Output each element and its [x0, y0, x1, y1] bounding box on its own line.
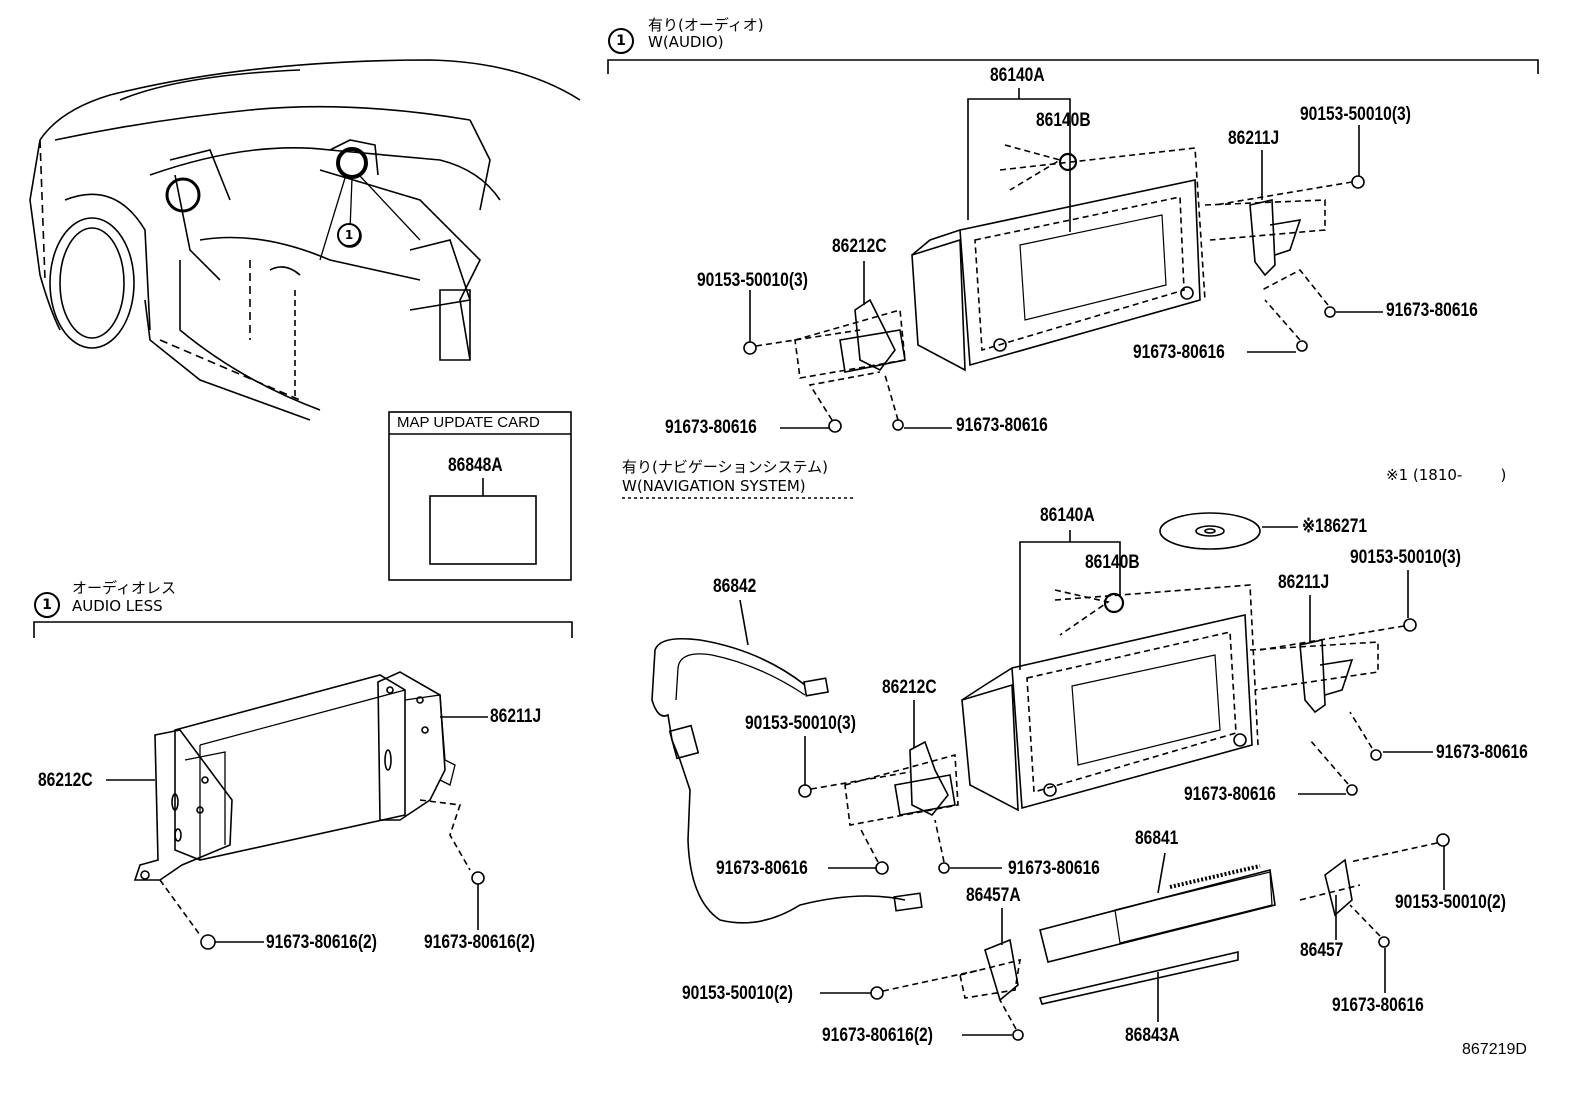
section-title-en-audio-less: AUDIO LESS	[72, 597, 163, 615]
audio-screw-right: 91673-80616	[1386, 300, 1478, 321]
audio-screw-mid: 91673-80616	[1133, 342, 1225, 363]
nav-part-86457: 86457	[1300, 940, 1344, 961]
nav-screw-bottom-right: 91673-80616	[1332, 995, 1424, 1016]
nav-bolt-left: 90153-50010(3)	[745, 713, 856, 734]
drawing-number: 867219D	[1462, 1041, 1527, 1058]
audioless-screw-left: 91673-80616(2)	[266, 932, 377, 953]
audio-bolt-left: 90153-50010(3)	[697, 270, 808, 291]
audioless-part-86212C: 86212C	[38, 770, 93, 791]
audio-part-86140B: 86140B	[1036, 110, 1091, 131]
vehicle-callout-marker: 1	[337, 223, 361, 247]
nav-part-86842: 86842	[713, 576, 757, 597]
nav-bolt-right-2: 90153-50010(2)	[1395, 892, 1506, 913]
nav-part-86843A: 86843A	[1125, 1025, 1180, 1046]
audio-screw-bottom-left: 91673-80616	[665, 417, 757, 438]
nav-screw-bottom-center: 91673-80616	[1008, 858, 1100, 879]
nav-part-86212C: 86212C	[882, 677, 937, 698]
audio-part-86211J: 86211J	[1228, 128, 1280, 149]
nav-part-86140A: 86140A	[1040, 505, 1095, 526]
nav-screw-right: 91673-80616	[1436, 742, 1528, 763]
audio-part-86140A: 86140A	[990, 65, 1045, 86]
section-marker-audio-less: 1	[34, 592, 60, 618]
section-title-en-navigation: W(NAVIGATION SYSTEM)	[622, 477, 806, 495]
nav-screw-bottom-left: 91673-80616	[716, 858, 808, 879]
section-title-jp-navigation: 有り(ナビゲーションシステム)	[622, 458, 828, 476]
nav-disc-86271: ※186271	[1302, 516, 1368, 537]
map-update-card-shape	[429, 495, 537, 565]
nav-part-86211J: 86211J	[1278, 572, 1330, 593]
section-audio-less	[33, 621, 573, 950]
nav-part-86841: 86841	[1135, 828, 1179, 849]
nav-bolt-top-right: 90153-50010(3)	[1350, 547, 1461, 568]
section-title-en-w-audio: W(AUDIO)	[648, 33, 724, 51]
nav-screw-mid: 91673-80616	[1184, 784, 1276, 805]
nav-bolt-left-2: 90153-50010(2)	[682, 983, 793, 1004]
section-navigation	[622, 497, 1450, 1041]
nav-part-86140B: 86140B	[1085, 552, 1140, 573]
map-update-card-frame	[388, 411, 572, 581]
navigation-note: ※1 (1810- )	[1386, 466, 1507, 484]
audio-screw-bottom-center: 91673-80616	[956, 415, 1048, 436]
section-title-jp-audio-less: オーディオレス	[72, 579, 176, 597]
section-title-jp-w-audio: 有り(オーディオ)	[648, 16, 764, 34]
nav-part-86457A: 86457A	[966, 885, 1021, 906]
section-w-audio	[607, 59, 1539, 433]
audioless-screw-right: 91673-80616(2)	[424, 932, 535, 953]
nav-screw-bottom-2: 91673-80616(2)	[822, 1025, 933, 1046]
audio-bolt-top-right: 90153-50010(3)	[1300, 104, 1411, 125]
part-86848A: 86848A	[448, 455, 503, 476]
section-marker-w-audio: 1	[608, 28, 634, 54]
audioless-part-86211J: 86211J	[490, 706, 542, 727]
audio-part-86212C: 86212C	[832, 236, 887, 257]
vehicle-interior-illustration	[29, 59, 581, 421]
map-update-card-title: MAP UPDATE CARD	[397, 414, 540, 431]
